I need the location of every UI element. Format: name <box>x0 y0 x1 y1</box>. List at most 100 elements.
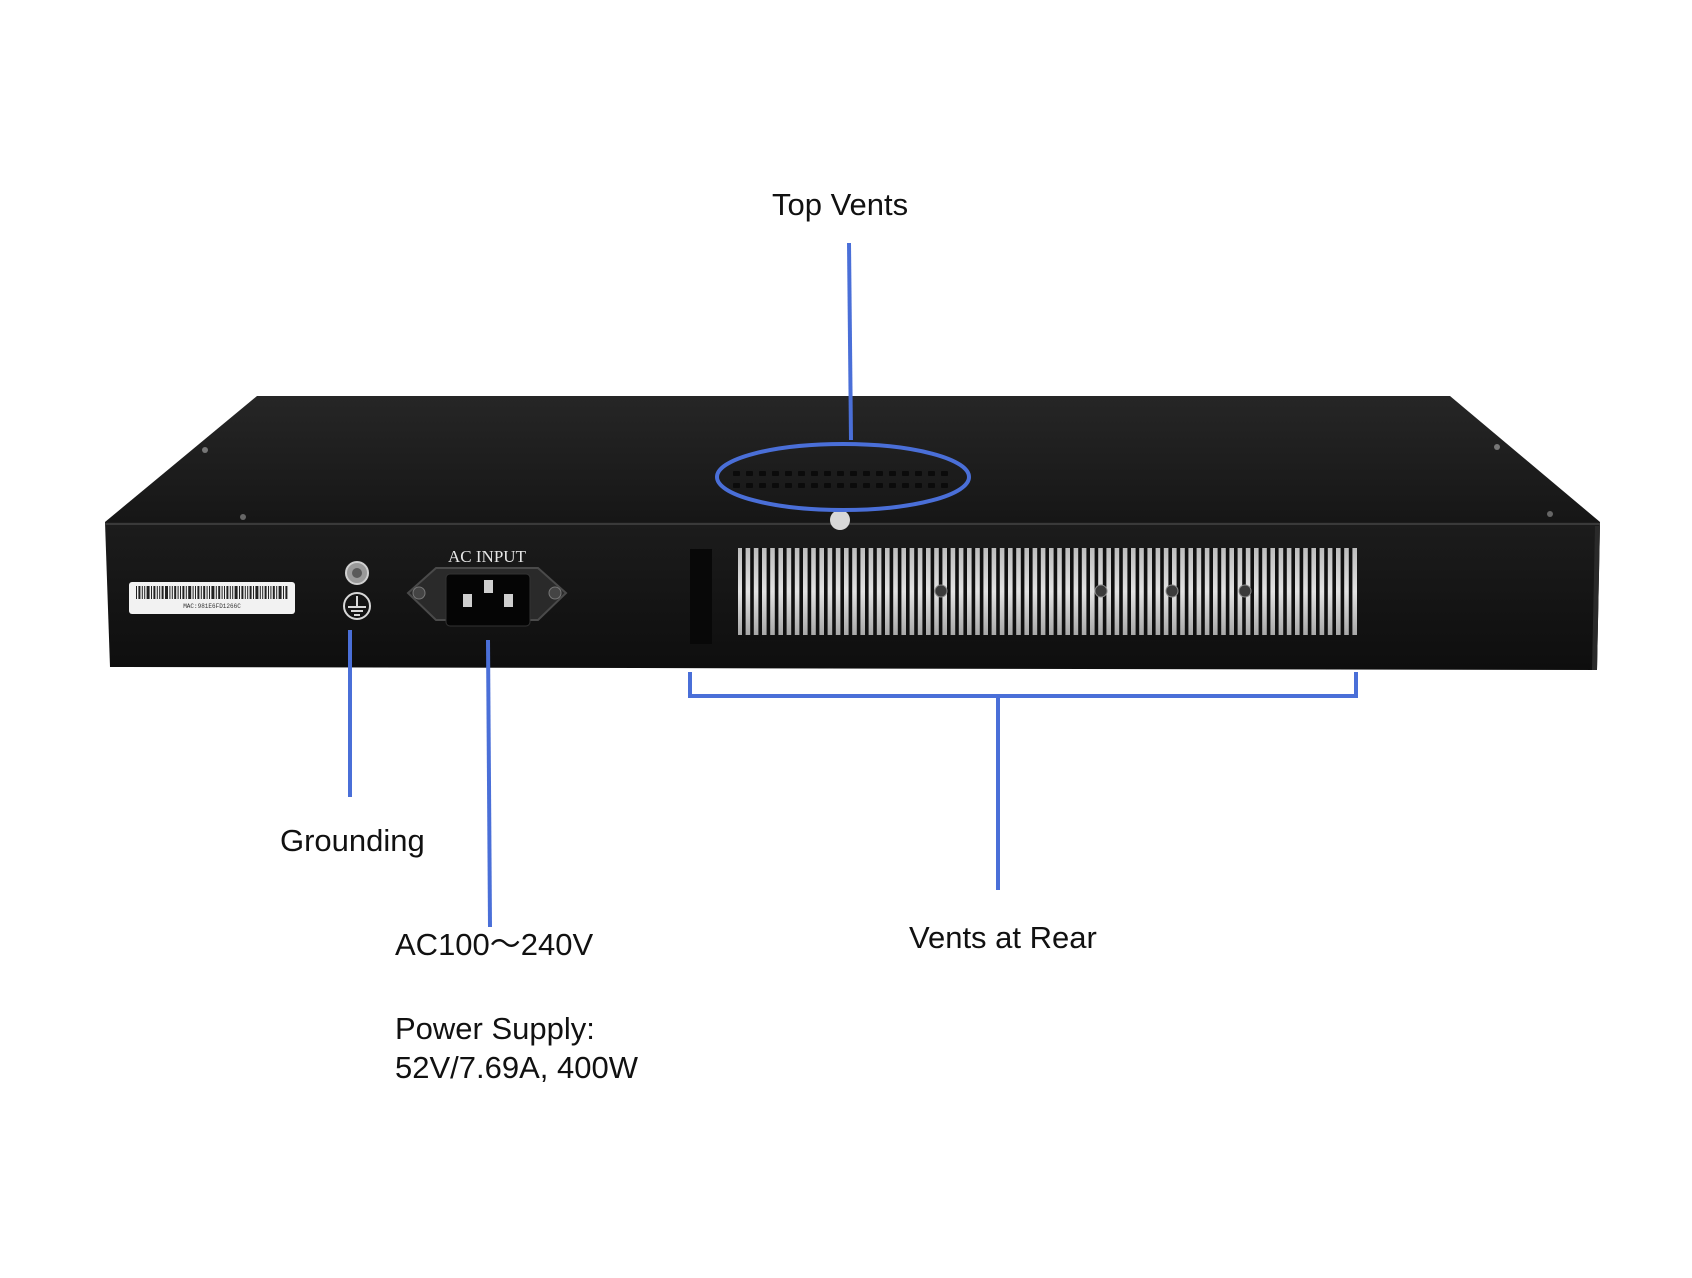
vent-slat <box>1086 548 1090 635</box>
vent-slot <box>941 483 948 488</box>
vent-slot <box>785 483 792 488</box>
vent-slat <box>1266 548 1271 635</box>
vent-slot <box>798 483 805 488</box>
vent-slat <box>1275 548 1279 635</box>
vent-slat <box>988 548 992 635</box>
top-vents-callout <box>715 242 971 512</box>
top-vents-label: Top Vents <box>772 187 909 222</box>
vent-slot <box>772 471 779 476</box>
vent-slat <box>1029 548 1033 635</box>
vent-slat <box>1152 548 1156 635</box>
screw-icon <box>1165 584 1179 598</box>
vent-slat <box>799 548 803 635</box>
vent-slot <box>824 483 831 488</box>
vent-slot <box>850 483 857 488</box>
vent-slat <box>1209 548 1213 635</box>
vent-slat <box>1299 548 1304 635</box>
rear-vents-callout <box>688 672 1358 890</box>
screw-icon <box>1547 511 1553 517</box>
ac-voltage-label: AC100～240V <box>395 927 594 962</box>
screw-icon <box>202 447 208 453</box>
vent-slat <box>1020 548 1025 635</box>
vent-slot <box>928 471 935 476</box>
vent-slat <box>906 548 910 635</box>
vent-slat <box>1217 548 1222 635</box>
screw-icon <box>1494 444 1500 450</box>
vent-slat <box>832 548 836 635</box>
vent-slot <box>876 471 883 476</box>
screw-icon <box>934 584 948 598</box>
vent-slot <box>837 483 844 488</box>
vent-slot <box>915 483 922 488</box>
vent-slat <box>1225 548 1230 635</box>
top-vent-slots <box>733 471 948 488</box>
vent-slot <box>798 471 805 476</box>
rear-vent-grille <box>690 548 1357 644</box>
vent-slot <box>902 483 909 488</box>
vent-slat <box>897 548 902 635</box>
vent-slot <box>746 471 753 476</box>
vent-slat <box>1078 548 1082 635</box>
vent-slot <box>824 471 831 476</box>
vent-slat <box>947 548 951 635</box>
vent-slat <box>1053 548 1058 635</box>
grounding-label: Grounding <box>280 823 425 858</box>
vent-slot <box>889 471 896 476</box>
vent-slat <box>1307 548 1312 635</box>
vent-slot <box>733 471 740 476</box>
vent-slat <box>955 548 959 635</box>
vent-slot <box>759 471 766 476</box>
vent-slat <box>914 548 918 635</box>
ac-input-callout-line <box>486 639 492 928</box>
vent-slat <box>971 548 976 635</box>
mac-address-text: MAC:981E6FD1266C <box>183 603 241 610</box>
grounding-terminal <box>345 561 369 585</box>
vent-slat <box>1340 548 1345 635</box>
vent-slat <box>1291 548 1295 635</box>
vent-slat <box>1143 548 1148 635</box>
vent-slot <box>928 483 935 488</box>
screw-icon <box>1094 584 1108 598</box>
vent-slat <box>1250 548 1254 635</box>
vent-slot <box>837 471 844 476</box>
vent-slat <box>1324 548 1328 635</box>
vent-slat <box>1234 548 1238 635</box>
vent-slat <box>1127 548 1131 635</box>
vent-slat <box>791 548 795 635</box>
vent-slat <box>807 548 812 635</box>
vent-slat <box>1316 548 1320 635</box>
vent-slat <box>1070 548 1074 635</box>
vent-slot <box>889 483 896 488</box>
vent-slat <box>1037 548 1041 635</box>
screw-icon <box>1238 584 1252 598</box>
vent-slot <box>785 471 792 476</box>
vent-slat <box>1201 548 1205 635</box>
vent-slat <box>1012 548 1017 635</box>
vent-slat <box>758 548 762 635</box>
ground-icon <box>343 592 371 620</box>
vent-slat <box>1111 548 1115 635</box>
vent-slot <box>811 471 818 476</box>
vent-slat <box>865 548 869 635</box>
vent-slat <box>1332 548 1336 635</box>
vent-slat <box>922 548 926 635</box>
vent-slat <box>881 548 885 635</box>
vent-slot <box>902 471 909 476</box>
vent-slot <box>850 471 857 476</box>
vent-slat <box>979 548 984 635</box>
vent-slat <box>766 548 771 635</box>
vent-slot <box>876 483 883 488</box>
vent-slat <box>815 548 820 635</box>
vent-slat <box>1061 548 1066 635</box>
screw-icon <box>240 514 246 520</box>
vent-slat <box>774 548 779 635</box>
chassis-top-panel <box>105 396 1600 522</box>
vent-slat <box>840 548 844 635</box>
vent-slot <box>915 471 922 476</box>
vent-slot <box>759 483 766 488</box>
vent-slot <box>863 471 870 476</box>
vent-slat <box>1184 548 1189 635</box>
ac-power-socket <box>406 567 568 627</box>
vent-slat <box>742 548 746 635</box>
